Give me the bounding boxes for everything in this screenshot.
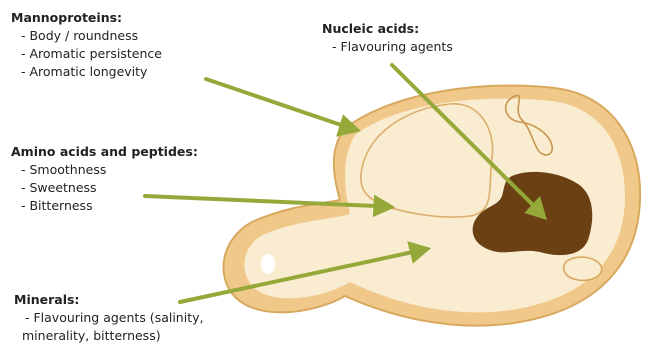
amino-acids-item: - Sweetness: [11, 179, 198, 197]
nucleic-acids-label: Nucleic acids: - Flavouring agents: [322, 20, 453, 56]
small-vesicle: [564, 257, 602, 280]
minerals-item-continued: minerality, bitterness): [14, 327, 203, 345]
mannoproteins-item: - Aromatic longevity: [11, 63, 162, 81]
mannoproteins-heading: Mannoproteins:: [11, 9, 162, 27]
amino-acids-heading: Amino acids and peptides:: [11, 143, 198, 161]
amino-acids-item: - Smoothness: [11, 161, 198, 179]
amino-acids-label: Amino acids and peptides: - Smoothness -…: [11, 143, 198, 215]
mannoproteins-item: - Body / roundness: [11, 27, 162, 45]
nucleic-acids-heading: Nucleic acids:: [322, 20, 453, 38]
minerals-item: - Flavouring agents (salinity,: [14, 309, 203, 327]
mannoproteins-arrow-head: [339, 118, 357, 134]
minerals-label: Minerals: - Flavouring agents (salinity,…: [14, 291, 203, 345]
bud-spot: [261, 254, 275, 274]
mannoproteins-item: - Aromatic persistence: [11, 45, 162, 63]
minerals-heading: Minerals:: [14, 291, 203, 309]
amino-acids-item: - Bitterness: [11, 197, 198, 215]
mannoproteins-arrow-line: [206, 79, 344, 126]
nucleic-acids-item: - Flavouring agents: [322, 38, 453, 56]
mannoproteins-label: Mannoproteins: - Body / roundness - Arom…: [11, 9, 162, 81]
